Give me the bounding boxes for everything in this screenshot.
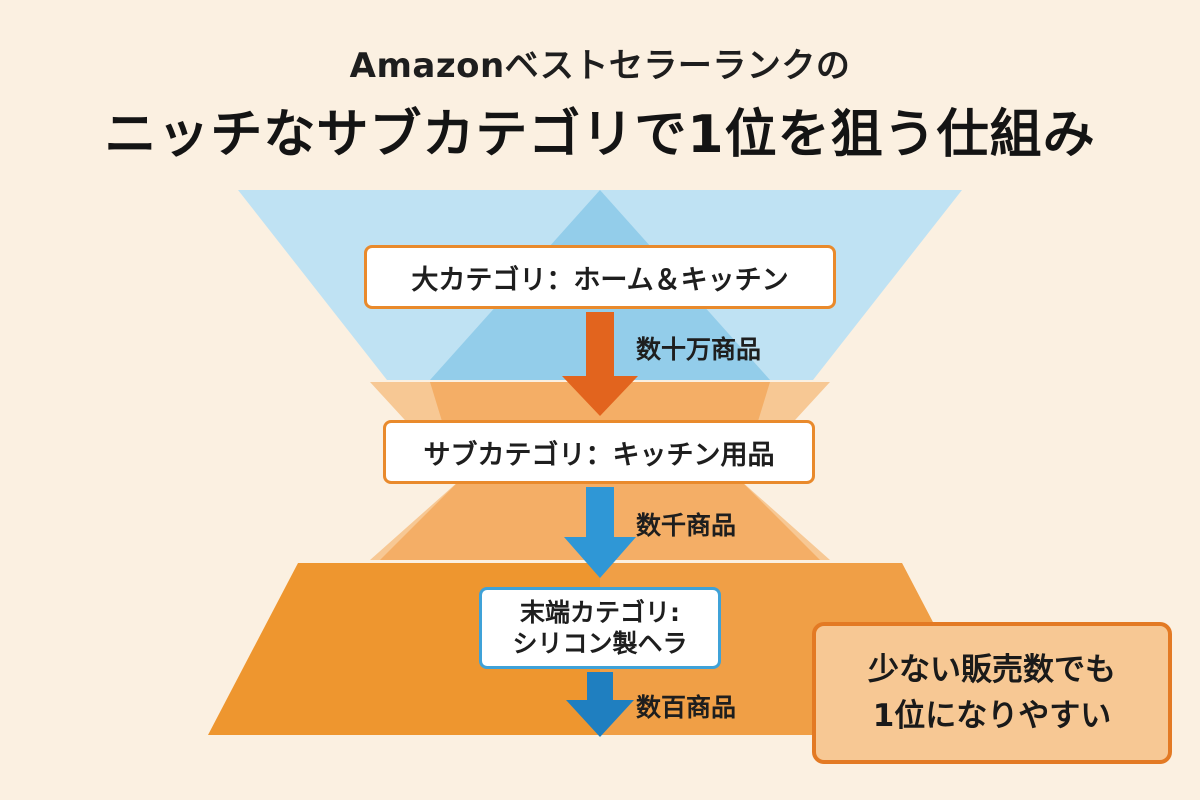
callout-line1: 少ない販売数でも xyxy=(868,651,1116,688)
level-leaf-category-label-line1: 末端カテゴリ: xyxy=(520,597,680,627)
diagram-subtitle: Amazonベストセラーランクの xyxy=(349,46,851,86)
level-sub-category-box: サブカテゴリ：キッチン用品 xyxy=(383,420,815,484)
level-top-product-count: 数十万商品 xyxy=(636,335,762,364)
level-top-category-label: 大カテゴリ：ホーム＆キッチン xyxy=(411,264,789,296)
arrow-down-2 xyxy=(564,487,636,578)
arrow-down-1 xyxy=(562,312,638,416)
level-leaf-category-label-line2: シリコン製ヘラ xyxy=(512,629,688,658)
level-sub-category-label: サブカテゴリ：キッチン用品 xyxy=(423,439,775,471)
level-leaf-product-count: 数百商品 xyxy=(636,693,737,722)
level-leaf-category-box: 末端カテゴリ: シリコン製ヘラ xyxy=(479,587,721,669)
level-sub-product-count: 数千商品 xyxy=(636,511,737,540)
level-top-category-box: 大カテゴリ：ホーム＆キッチン xyxy=(364,245,836,309)
arrow-down-3 xyxy=(566,672,634,737)
callout-box: 少ない販売数でも 1位になりやすい xyxy=(812,622,1172,764)
callout-line2: 1位になりやすい xyxy=(872,698,1112,734)
diagram-title: ニッチなサブカテゴリで1位を狙う仕組み xyxy=(104,105,1096,165)
